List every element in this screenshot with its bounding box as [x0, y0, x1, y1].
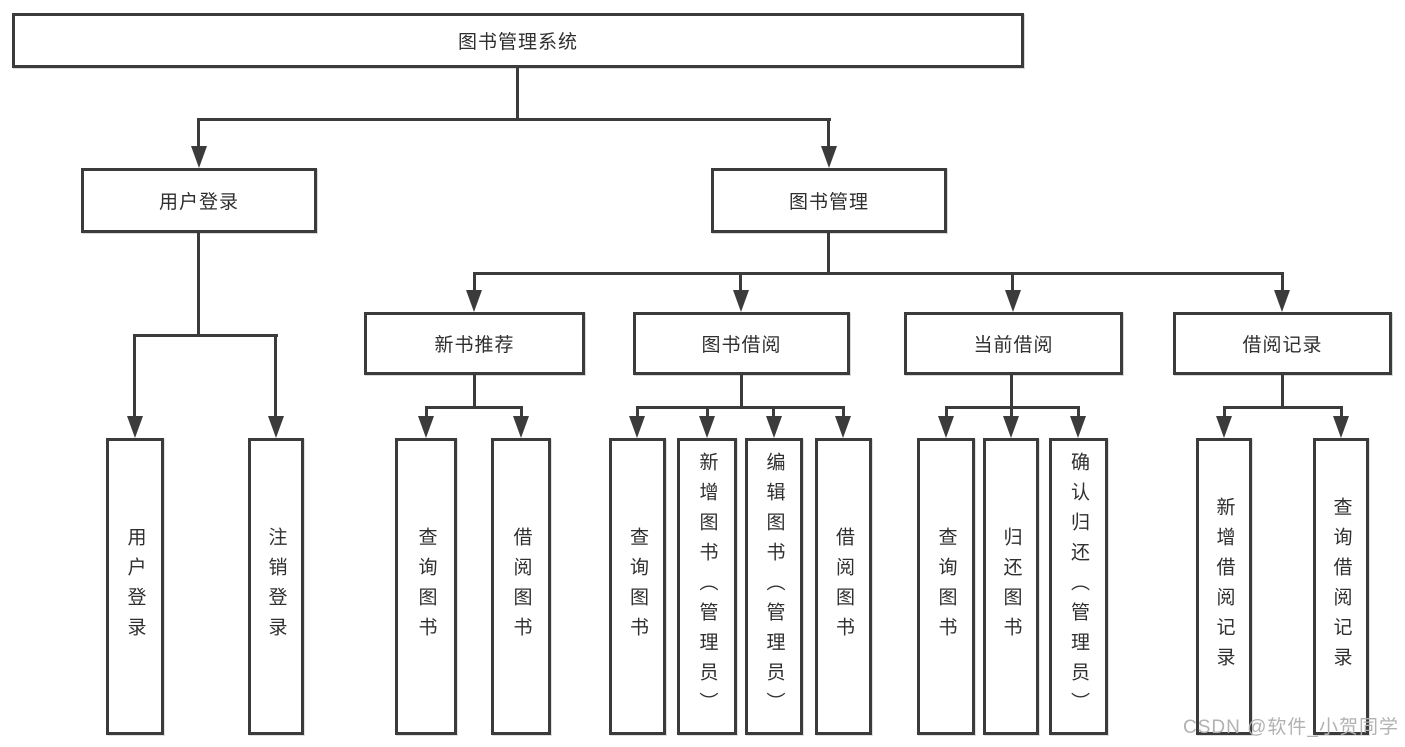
connector-line — [425, 406, 428, 416]
node-label: 注销登录 — [265, 526, 287, 647]
connector-line — [1223, 406, 1226, 416]
node-label: 查询图书 — [627, 526, 648, 647]
leaf-query-books-borrowing: 查询图书 — [609, 438, 666, 735]
leaf-query-books-recommend: 查询图书 — [395, 438, 457, 735]
node-label: 图书管理系统 — [457, 32, 578, 53]
connector-line — [473, 272, 1284, 275]
connector-line — [133, 334, 278, 337]
connector-line — [516, 68, 519, 119]
arrow-down-icon — [1005, 290, 1021, 312]
node-label: 借阅图书 — [510, 526, 532, 647]
arrow-down-icon — [766, 416, 782, 438]
node-label: 确认归还（管理员） — [1068, 451, 1089, 722]
node-book-borrowing: 图书借阅 — [633, 312, 850, 375]
connector-line — [842, 406, 845, 416]
node-label: 查询图书 — [415, 526, 437, 647]
arrow-down-icon — [268, 416, 284, 438]
leaf-confirm-return-admin: 确认归还（管理员） — [1049, 438, 1108, 735]
arrow-down-icon — [821, 146, 837, 168]
leaf-return-books: 归还图书 — [983, 438, 1039, 735]
leaf-add-borrow-record: 新增借阅记录 — [1196, 438, 1252, 735]
leaf-borrow-books-borrowing: 借阅图书 — [815, 438, 872, 735]
connector-line — [739, 272, 742, 290]
connector-line — [197, 118, 831, 121]
connector-line — [473, 375, 476, 408]
connector-line — [274, 334, 277, 416]
arrow-down-icon — [1274, 290, 1290, 312]
node-label: 新增借阅记录 — [1213, 496, 1235, 677]
node-label: 新书推荐 — [434, 335, 515, 356]
connector-line — [1077, 406, 1080, 416]
arrow-down-icon — [418, 416, 434, 438]
connector-line — [197, 118, 200, 146]
connector-line — [1010, 406, 1013, 416]
arrow-down-icon — [127, 416, 143, 438]
node-label: 查询借阅记录 — [1330, 496, 1352, 677]
connector-line — [1281, 272, 1284, 290]
node-library-system: 图书管理系统 — [12, 13, 1024, 68]
node-label: 图书管理 — [788, 192, 869, 213]
connector-line — [706, 406, 709, 416]
arrow-down-icon — [1216, 416, 1232, 438]
node-new-book-recommend: 新书推荐 — [364, 312, 585, 375]
arrow-down-icon — [699, 416, 715, 438]
arrow-down-icon — [629, 416, 645, 438]
leaf-logout: 注销登录 — [248, 438, 304, 735]
node-label: 用户登录 — [124, 526, 146, 647]
connector-line — [827, 233, 830, 274]
node-label: 借阅图书 — [833, 526, 854, 647]
node-label: 借阅记录 — [1242, 335, 1323, 356]
node-label: 编辑图书（管理员） — [763, 451, 785, 722]
connector-line — [1010, 375, 1013, 408]
connector-line — [1223, 406, 1343, 409]
leaf-query-books-current: 查询图书 — [917, 438, 975, 735]
arrow-down-icon — [733, 290, 749, 312]
node-label: 用户登录 — [158, 192, 239, 213]
arrow-down-icon — [466, 290, 482, 312]
connector-line — [945, 406, 948, 416]
leaf-add-book-admin: 新增图书（管理员） — [677, 438, 737, 735]
leaf-edit-book-admin: 编辑图书（管理员） — [745, 438, 803, 735]
connector-line — [1340, 406, 1343, 416]
connector-line — [520, 406, 523, 416]
leaf-user-login: 用户登录 — [106, 438, 164, 735]
connector-line — [1281, 375, 1284, 408]
node-user-login: 用户登录 — [81, 168, 317, 233]
arrow-down-icon — [191, 146, 207, 168]
arrow-down-icon — [938, 416, 954, 438]
arrow-down-icon — [1003, 416, 1019, 438]
connector-line — [772, 406, 775, 416]
node-book-management: 图书管理 — [711, 168, 947, 233]
connector-line — [1011, 272, 1014, 290]
leaf-query-borrow-record: 查询借阅记录 — [1313, 438, 1369, 735]
arrow-down-icon — [1070, 416, 1086, 438]
leaf-borrow-books-recommend: 借阅图书 — [491, 438, 551, 735]
node-label: 归还图书 — [1000, 526, 1022, 647]
node-label: 新增图书（管理员） — [696, 451, 718, 722]
connector-line — [473, 272, 476, 290]
connector-line — [827, 118, 830, 146]
connector-line — [636, 406, 639, 416]
node-label: 查询图书 — [935, 526, 957, 647]
node-label: 图书借阅 — [701, 335, 782, 356]
connector-line — [740, 375, 743, 408]
node-borrowing-records: 借阅记录 — [1173, 312, 1392, 375]
arrow-down-icon — [513, 416, 529, 438]
arrow-down-icon — [1333, 416, 1349, 438]
node-current-borrowing: 当前借阅 — [904, 312, 1123, 375]
connector-line — [133, 334, 136, 416]
connector-line — [197, 233, 200, 336]
connector-line — [636, 406, 845, 409]
node-label: 当前借阅 — [973, 335, 1054, 356]
arrow-down-icon — [835, 416, 851, 438]
connector-line — [425, 406, 523, 409]
